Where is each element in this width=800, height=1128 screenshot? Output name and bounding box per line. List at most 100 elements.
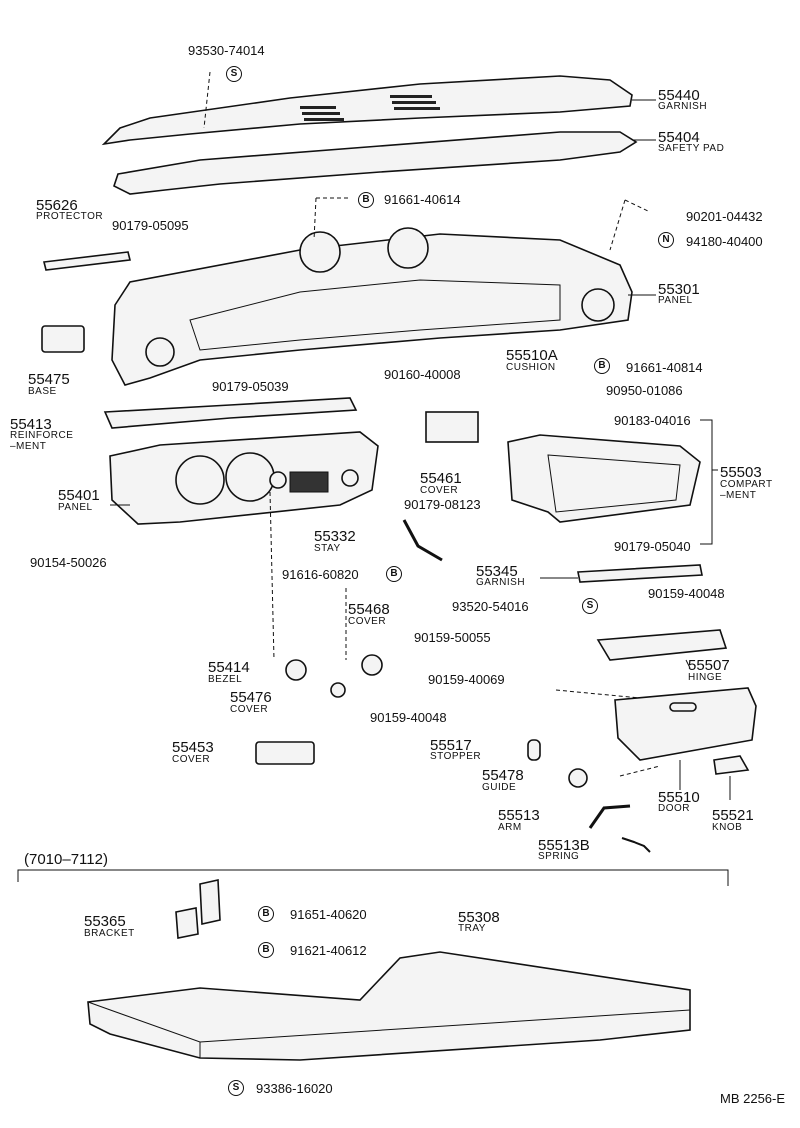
part-number-55503: 55503 [720, 464, 762, 481]
badge-b: B [358, 192, 374, 208]
bracket-55365-shape [175, 907, 199, 939]
part-number-91651-40620: 91651-40620 [290, 907, 367, 922]
part-number-90160-40008: 90160-40008 [384, 367, 461, 382]
part-name-arm: ARM [498, 822, 522, 833]
garnish-55345-shape [577, 564, 703, 583]
part-number-90179-08123: 90179-08123 [404, 497, 481, 512]
door-55510-shape [614, 687, 757, 761]
compartment-55503-shape [507, 434, 701, 523]
part-number-90179-05039: 90179-05039 [212, 379, 289, 394]
reinforcement-55413-shape [103, 397, 358, 429]
part-number-55404: 55404 [658, 129, 700, 146]
part-number-55507: 55507 [688, 657, 730, 674]
part-name-tray: TRAY [458, 923, 486, 934]
hinge-55507-shape [596, 629, 728, 661]
cover-55476-shape [330, 682, 346, 698]
part-number-55461: 55461 [420, 470, 462, 487]
part-number-55440: 55440 [658, 87, 700, 104]
cover-55461-shape [425, 411, 479, 443]
part-number-55510a: 55510A [506, 347, 558, 364]
bezel-55414-shape [285, 659, 307, 681]
part-name-spring: SPRING [538, 851, 580, 862]
part-number-90183-04016: 90183-04016 [614, 413, 691, 428]
part-name-cover: COVER [172, 754, 211, 765]
part-name-door: DOOR [658, 803, 690, 814]
part-number-91616-60820: 91616-60820 [282, 567, 359, 582]
part-number-55513: 55513 [498, 807, 540, 824]
panel-vent-left [145, 337, 175, 367]
part-number-55332: 55332 [314, 528, 356, 545]
arm-55513-shape [588, 804, 631, 829]
spring-55513b-shape [621, 837, 651, 853]
part-number-90950-01086: 90950-01086 [606, 383, 683, 398]
knob-55521-shape [713, 755, 750, 775]
part-number-55345: 55345 [476, 563, 518, 580]
badge-s: S [226, 66, 242, 82]
part-name-bezel: BEZEL [208, 674, 243, 685]
part-name-cushion: CUSHION [506, 362, 556, 373]
part-name-stopper: STOPPER [430, 751, 482, 762]
part-number-91661-40814: 91661-40814 [626, 360, 703, 375]
part-number-91661-40614: 91661-40614 [384, 192, 461, 207]
panel-vent-right [581, 288, 615, 322]
base-55475-shape [41, 325, 85, 353]
part-name-reinforcement-2: –MENT [10, 441, 47, 452]
garnish-vents [300, 95, 440, 121]
part-number-90201-04432: 90201-04432 [686, 209, 763, 224]
badge-b: B [258, 942, 274, 958]
part-number-91621-40612: 91621-40612 [290, 943, 367, 958]
part-number-55517: 55517 [430, 737, 472, 754]
cover-55468-shape [361, 654, 383, 676]
part-number-94180-40400: 94180-40400 [686, 234, 763, 249]
part-number-90159-40069: 90159-40069 [428, 672, 505, 687]
stay-55332-shape [402, 519, 443, 562]
part-number-90179-05040: 90179-05040 [614, 539, 691, 554]
part-number-55476: 55476 [230, 689, 272, 706]
section-divider [17, 869, 729, 886]
badge-s: S [582, 598, 598, 614]
part-number-55413: 55413 [10, 416, 52, 433]
part-number-55478: 55478 [482, 767, 524, 784]
badge-b: B [594, 358, 610, 374]
part-number-55475: 55475 [28, 371, 70, 388]
section-label: (7010–7112) [24, 851, 108, 868]
part-name-cover: COVER [230, 704, 269, 715]
panel-55301-shape [111, 233, 633, 386]
part-name-protector: PROTECTOR [36, 211, 104, 222]
part-number-55308: 55308 [458, 909, 500, 926]
part-name-cover: COVER [348, 616, 387, 627]
part-name-garnish: GARNISH [658, 101, 708, 112]
part-name-hinge: HINGE [688, 672, 723, 683]
part-name-safety-pad: SAFETY PAD [658, 143, 725, 154]
garnish-55440-shape [101, 75, 633, 146]
part-name-knob: KNOB [712, 822, 743, 833]
tray-55308-shape [87, 951, 691, 1061]
part-name-stay: STAY [314, 543, 341, 554]
badge-b: B [258, 906, 274, 922]
part-name-guide: GUIDE [482, 782, 517, 793]
part-name-compartment: COMPART [720, 479, 773, 490]
guide-55478-shape [568, 768, 588, 788]
part-number-90159-40048: 90159-40048 [370, 710, 447, 725]
part-name-reinforcement: REINFORCE [10, 430, 74, 441]
part-name-panel: PANEL [658, 295, 693, 306]
part-name-bracket: BRACKET [84, 928, 135, 939]
part-number-55513b: 55513B [538, 837, 590, 854]
part-name-panel: PANEL [58, 502, 93, 513]
badge-n: N [658, 232, 674, 248]
part-number-55301: 55301 [658, 281, 700, 298]
part-name-cover: COVER [420, 485, 459, 496]
part-number-55365: 55365 [84, 913, 126, 930]
part-number-55468: 55468 [348, 601, 390, 618]
part-number-55510: 55510 [658, 789, 700, 806]
part-number-90179-05095: 90179-05095 [112, 218, 189, 233]
part-number-55626: 55626 [36, 197, 78, 214]
part-name-compartment-2: –MENT [720, 490, 757, 501]
part-number-93530-74014: 93530-74014 [188, 43, 265, 58]
part-number-93386-16020: 93386-16020 [256, 1081, 333, 1096]
badge-b: B [386, 566, 402, 582]
part-number-90159-50055: 90159-50055 [414, 630, 491, 645]
cover-55453-shape [255, 741, 315, 765]
part-name-garnish: GARNISH [476, 577, 526, 588]
safety-pad-55404-shape [113, 131, 638, 195]
